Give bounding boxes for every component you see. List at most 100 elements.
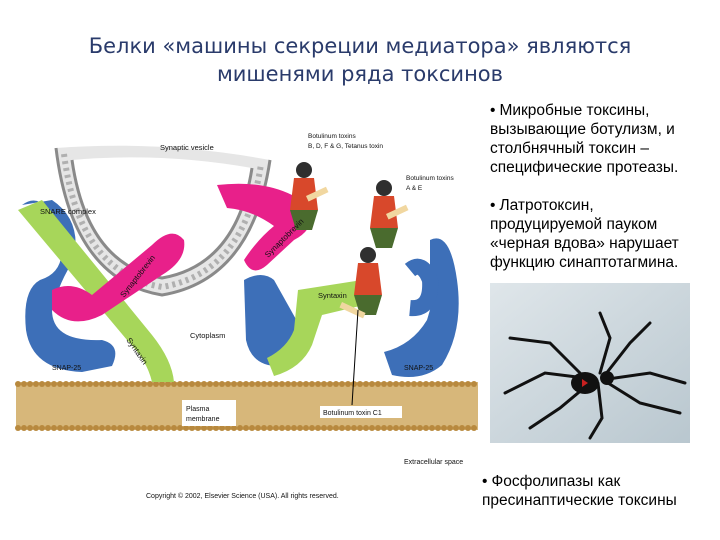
membrane-head — [87, 425, 93, 431]
membrane-head — [315, 381, 321, 387]
membrane-head — [117, 381, 123, 387]
membrane-head — [435, 381, 441, 387]
membrane-head — [237, 381, 243, 387]
synaptobrevin-right-shape — [217, 183, 313, 271]
membrane-head — [417, 425, 423, 431]
membrane-head — [309, 381, 315, 387]
membrane-head — [129, 381, 135, 387]
bullet-2-mark: • — [490, 197, 496, 214]
membrane-head — [93, 381, 99, 387]
membrane-head — [225, 425, 231, 431]
membrane-head — [183, 425, 189, 431]
bullet-3-line-1: Фосфолипазы как — [491, 473, 621, 490]
membrane-head — [375, 425, 381, 431]
membrane-head — [111, 425, 117, 431]
synaptic-vesicle — [54, 145, 272, 297]
membrane-head — [63, 425, 69, 431]
bullet-1: •Микробные токсины, вызывающие ботулизм,… — [490, 101, 716, 177]
membrane-head — [423, 425, 429, 431]
membrane-head — [105, 425, 111, 431]
membrane-head — [249, 381, 255, 387]
bullet-3: •Фосфолипазы как пресинаптические токсин… — [482, 472, 718, 510]
membrane-head — [213, 381, 219, 387]
membrane-head — [129, 425, 135, 431]
membrane-head — [459, 381, 465, 387]
membrane-head — [177, 425, 183, 431]
membrane-head — [207, 381, 213, 387]
membrane-head — [243, 381, 249, 387]
membrane-head — [117, 425, 123, 431]
membrane-head — [471, 425, 477, 431]
membrane-head — [441, 381, 447, 387]
membrane-head — [363, 425, 369, 431]
plasma-label-box — [182, 400, 236, 426]
membrane-head — [51, 381, 57, 387]
membrane-head — [303, 381, 309, 387]
membrane-head — [279, 381, 285, 387]
spider-head — [600, 371, 614, 385]
membrane-head — [381, 381, 387, 387]
membrane-head — [249, 425, 255, 431]
snare-toxin-diagram: Synaptic vesicle SNARE complex Botulinum… — [12, 130, 482, 508]
label-plasma-line2: membrane — [186, 416, 220, 423]
membrane-head — [279, 425, 285, 431]
membrane-head — [27, 381, 33, 387]
membrane-head — [141, 381, 147, 387]
membrane-head — [45, 425, 51, 431]
membrane-head — [459, 425, 465, 431]
membrane-head — [87, 381, 93, 387]
membrane-head — [231, 381, 237, 387]
slide-title: Белки «машины секреции медиатора» являют… — [0, 32, 720, 88]
membrane-head — [189, 381, 195, 387]
membrane-head — [417, 381, 423, 387]
membrane-head — [321, 381, 327, 387]
membrane-head — [429, 425, 435, 431]
toxin-figure-1 — [290, 162, 329, 230]
membrane-head — [93, 425, 99, 431]
bullet-2-line-2: продуцируемой пауком — [490, 216, 658, 233]
membrane-head — [291, 425, 297, 431]
membrane-head — [399, 425, 405, 431]
label-synaptic-vesicle: Synaptic vesicle — [160, 143, 214, 152]
membrane-head — [123, 381, 129, 387]
snap25-left-shape — [22, 200, 116, 372]
membrane-head — [465, 425, 471, 431]
black-widow-photo — [490, 283, 690, 443]
membrane-head — [435, 425, 441, 431]
bullet-1-line-4: специфические протеазы. — [490, 159, 679, 176]
membrane-head — [51, 425, 57, 431]
membrane-head — [33, 425, 39, 431]
membrane-head — [315, 425, 321, 431]
membrane-head — [369, 381, 375, 387]
title-line-2: мишенями ряда токсинов — [216, 62, 504, 86]
membrane-head — [75, 381, 81, 387]
membrane-head — [357, 425, 363, 431]
membrane-head — [423, 381, 429, 387]
membrane-head — [441, 425, 447, 431]
label-plasma-line1: Plasma — [186, 406, 209, 413]
label-snap25-right: SNAP-25 — [404, 365, 433, 372]
membrane-head — [255, 425, 261, 431]
bullet-1-line-3: столбнячный токсин – — [490, 140, 649, 157]
membrane-head — [165, 381, 171, 387]
membrane-head — [225, 381, 231, 387]
membrane-head — [393, 425, 399, 431]
membrane-head — [165, 425, 171, 431]
membrane-head — [327, 381, 333, 387]
membrane-head — [471, 381, 477, 387]
membrane-head — [99, 425, 105, 431]
botulinum-c1-pointer — [351, 309, 359, 406]
label-botulinum-bdfg: Botulinum toxins — [308, 133, 356, 140]
membrane-head — [399, 381, 405, 387]
membrane-head — [345, 381, 351, 387]
membrane-head — [135, 381, 141, 387]
membrane-head — [333, 425, 339, 431]
membrane-head — [267, 381, 273, 387]
membrane-head — [195, 425, 201, 431]
membrane-head — [147, 425, 153, 431]
membrane-head — [123, 425, 129, 431]
hourglass-mark — [582, 379, 588, 387]
bullet-3-mark: • — [482, 473, 488, 490]
membrane-head — [153, 381, 159, 387]
membrane-head — [465, 381, 471, 387]
